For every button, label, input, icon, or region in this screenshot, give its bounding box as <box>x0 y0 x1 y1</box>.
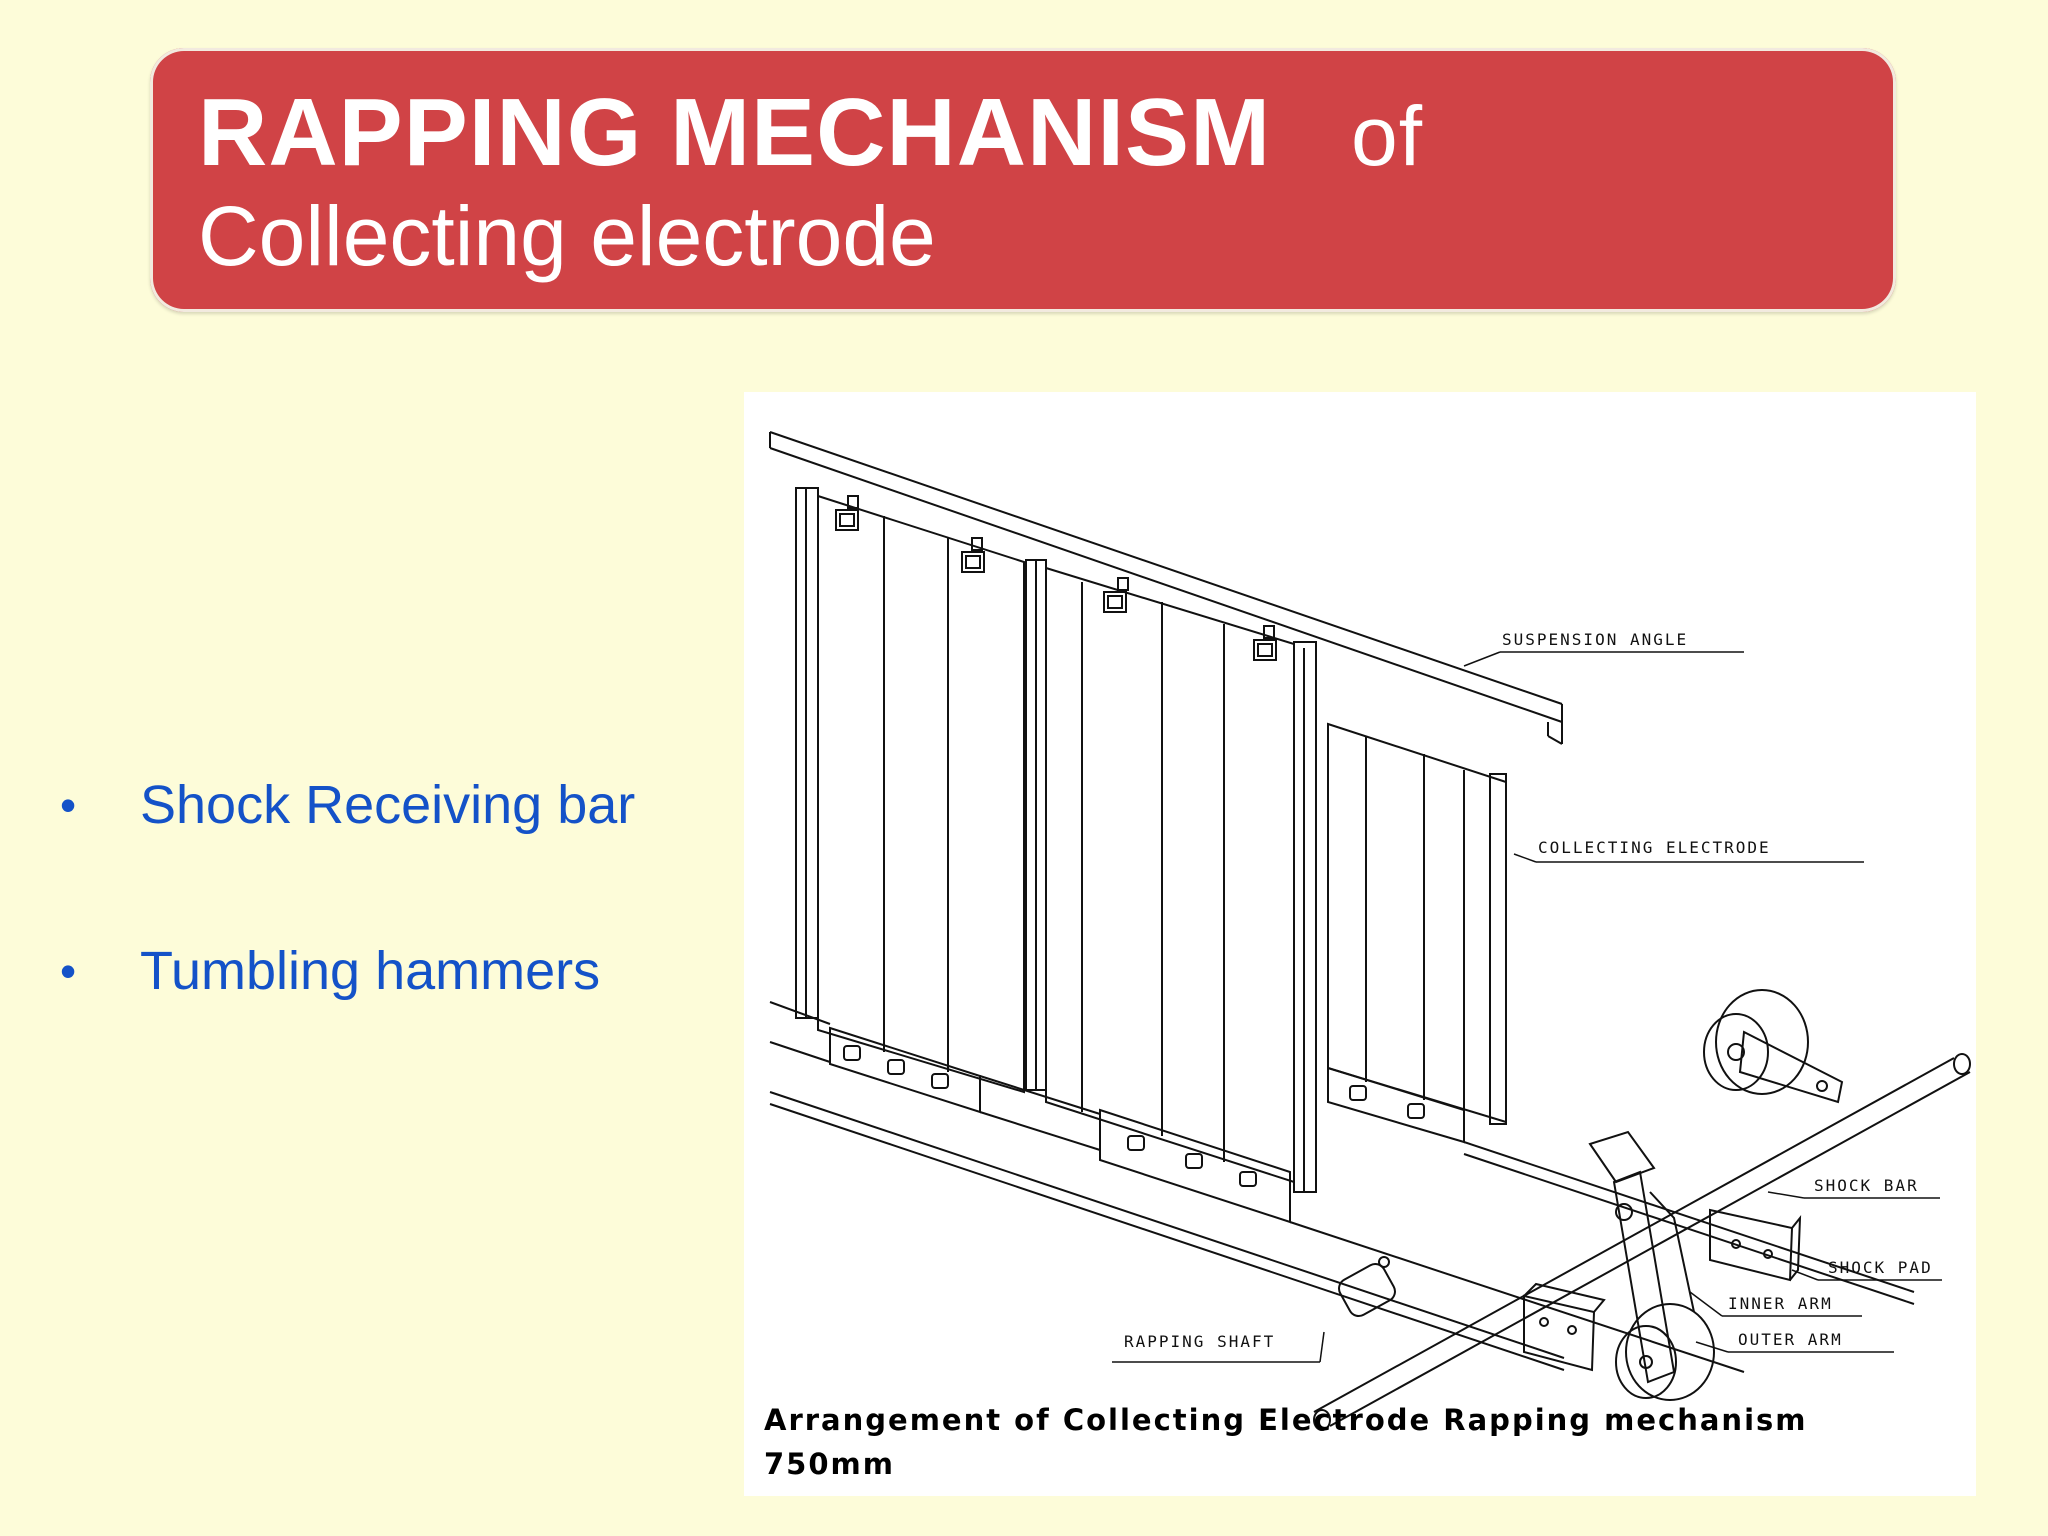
bullet-text: Tumbling hammers <box>140 941 601 1001</box>
suspension-angle-beam <box>769 431 1563 745</box>
hammer-assembly-lower <box>1588 1130 1715 1401</box>
shock-receiving-bars <box>769 1001 1465 1224</box>
title-line-1: RAPPING MECHANISM of <box>198 78 1423 188</box>
bullet-text: Shock Receiving bar <box>140 775 636 835</box>
label-outer-arm: OUTER ARM <box>1738 1330 1843 1349</box>
label-rapping-shaft: RAPPING SHAFT <box>1124 1332 1276 1351</box>
label-collecting-electrode: COLLECTING ELECTRODE <box>1538 838 1771 857</box>
diagram-drawing <box>769 431 1971 1431</box>
title-line-2: Collecting electrode <box>198 189 936 283</box>
shock-pads <box>1523 1208 1802 1372</box>
electrode-panel-3 <box>1327 722 1507 1125</box>
caption-line-2: 750mm <box>764 1447 895 1481</box>
figure-caption: Arrangement of Collecting Electrode Rapp… <box>764 1398 1808 1486</box>
bullet-dot-icon: • <box>60 945 77 997</box>
leader-lines <box>1112 651 1942 1363</box>
label-shock-bar: SHOCK BAR <box>1814 1176 1919 1195</box>
bullet-list: • Shock Receiving bar • Tumbling hammers <box>60 770 635 1102</box>
bottom-frame <box>769 1091 1915 1373</box>
caption-line-1: Arrangement of Collecting Electrode Rapp… <box>764 1403 1808 1437</box>
label-suspension-angle: SUSPENSION ANGLE <box>1502 630 1689 649</box>
electrode-panel-2 <box>1025 559 1317 1193</box>
rapping-mechanism-diagram: SUSPENSION ANGLE COLLECTING ELECTRODE SH… <box>744 392 1976 1496</box>
title-banner: RAPPING MECHANISM of Collecting electrode <box>150 48 1896 312</box>
bullet-item: • Shock Receiving bar <box>60 770 635 936</box>
hammer-assembly-upper <box>1703 989 1844 1104</box>
electrode-panel-1 <box>795 487 1025 1094</box>
bullet-dot-icon: • <box>60 779 77 831</box>
bullet-item: • Tumbling hammers <box>60 936 635 1102</box>
title-of: of <box>1351 89 1424 183</box>
label-inner-arm: INNER ARM <box>1728 1294 1833 1313</box>
title-main: RAPPING MECHANISM <box>198 79 1272 186</box>
rapping-shaft <box>1313 1053 1971 1431</box>
label-shock-pad: SHOCK PAD <box>1828 1258 1933 1277</box>
